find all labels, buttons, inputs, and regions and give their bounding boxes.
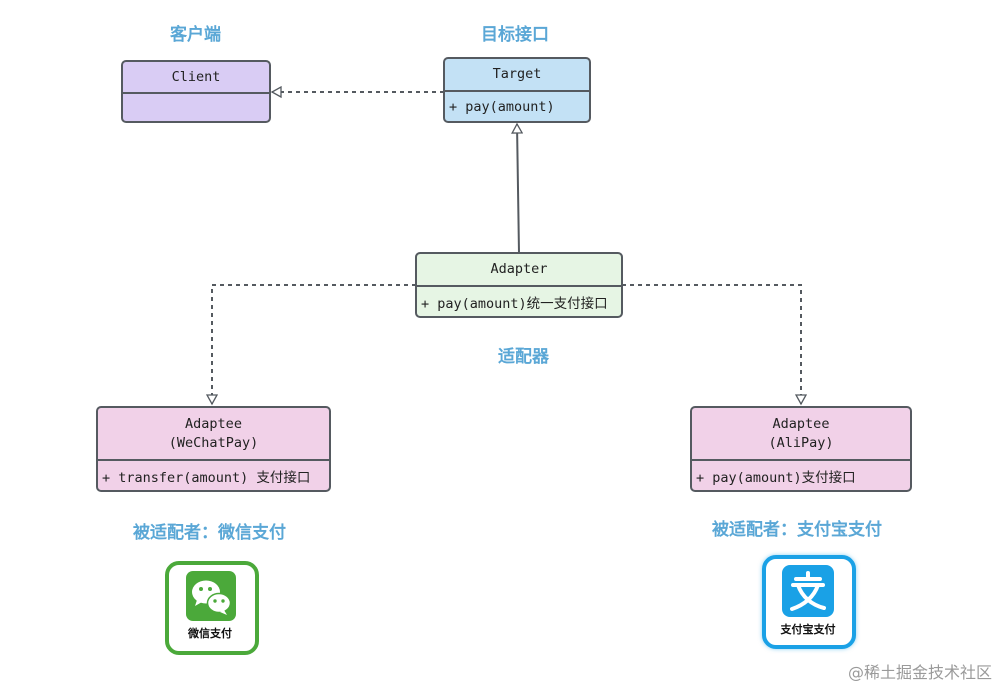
client-class-box[interactable]: Client bbox=[121, 60, 271, 123]
wechat-adaptee-method: + transfer(amount) 支付接口 bbox=[102, 469, 311, 486]
wechat-icon bbox=[186, 571, 236, 621]
client-class-name: Client bbox=[123, 62, 269, 94]
alipay-logo: 支付宝支付 bbox=[760, 553, 856, 649]
wechat-pay-logo: 微信支付 bbox=[163, 559, 259, 655]
wechat-adaptee-class-box[interactable]: Adaptee (WeChatPay) + transfer(amount) 支… bbox=[96, 406, 331, 492]
adapter-class-name: Adapter bbox=[417, 254, 621, 287]
client-caption: 客户端 bbox=[170, 25, 221, 45]
adapter-class-box[interactable]: Adapter + pay(amount)统一支付接口 bbox=[415, 252, 623, 318]
adapter-class-method: + pay(amount)统一支付接口 bbox=[421, 295, 608, 312]
wechat-pay-logo-text: 微信支付 bbox=[188, 627, 232, 640]
alipay-adaptee-name: Adaptee bbox=[772, 415, 830, 432]
alipay-caption: 被适配者：支付宝支付 bbox=[712, 520, 882, 540]
association-arrow-adapter-alipay bbox=[622, 284, 801, 404]
association-arrow-adapter-wechat bbox=[212, 284, 416, 404]
inheritance-arrow-adapter-target bbox=[517, 124, 519, 254]
adapter-caption: 适配器 bbox=[498, 347, 549, 367]
target-caption: 目标接口 bbox=[481, 25, 549, 45]
alipay-adaptee-name-block: Adaptee (AliPay) bbox=[692, 408, 910, 461]
wechat-adaptee-subname: (WeChatPay) bbox=[168, 434, 259, 451]
alipay-icon bbox=[782, 565, 834, 617]
target-class-box[interactable]: Target + pay(amount) bbox=[443, 57, 591, 123]
wechat-adaptee-name-block: Adaptee (WeChatPay) bbox=[98, 408, 329, 461]
client-class-body bbox=[123, 94, 269, 121]
target-class-name: Target bbox=[445, 59, 589, 92]
wechat-adaptee-name: Adaptee bbox=[185, 415, 242, 432]
watermark: @稀土掘金技术社区 bbox=[847, 663, 992, 682]
alipay-adaptee-subname: (AliPay) bbox=[768, 434, 834, 451]
alipay-adaptee-class-box[interactable]: Adaptee (AliPay) + pay(amount)支付接口 bbox=[690, 406, 912, 492]
target-class-method: + pay(amount) bbox=[449, 98, 555, 115]
alipay-logo-text: 支付宝支付 bbox=[780, 623, 836, 636]
wechat-caption: 被适配者：微信支付 bbox=[133, 523, 286, 543]
alipay-adaptee-method: + pay(amount)支付接口 bbox=[696, 469, 856, 486]
